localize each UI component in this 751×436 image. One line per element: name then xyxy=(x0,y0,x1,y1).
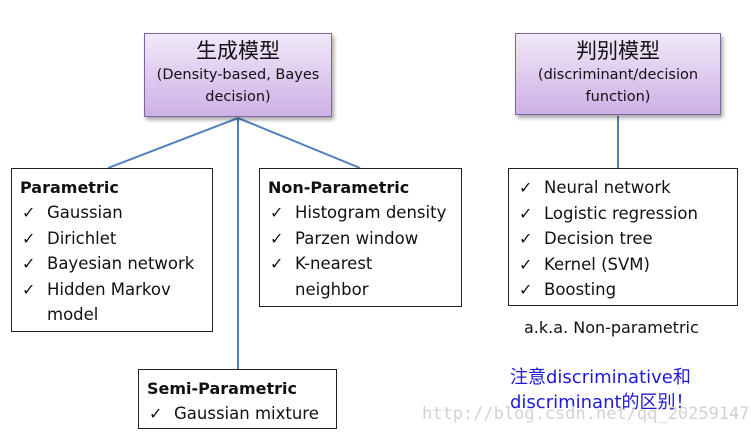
check-icon: ✓ xyxy=(22,254,36,273)
list-item: ✓K-nearest xyxy=(268,251,461,277)
list-item: ✓Neural network xyxy=(517,175,737,201)
check-icon: ✓ xyxy=(519,229,533,248)
parametric-box: Parametric ✓Gaussian ✓Dirichlet ✓Bayesia… xyxy=(11,168,213,332)
generative-subtitle-line-1: (Density-based, Bayes xyxy=(156,67,320,83)
connector-to-parametric xyxy=(107,117,239,169)
semiparametric-box: Semi-Parametric ✓Gaussian mixture xyxy=(138,369,337,429)
list-item: ✓Decision tree xyxy=(517,226,737,252)
list-item: ✓Bayesian network xyxy=(20,251,212,277)
check-icon: ✓ xyxy=(22,203,36,222)
generative-model-box: 生成模型 (Density-based, Bayes decision) xyxy=(144,33,332,117)
list-item: ✓Parzen window xyxy=(268,226,461,252)
nonparametric-box: Non-Parametric ✓Histogram density ✓Parze… xyxy=(259,168,462,307)
list-item-continuation: model xyxy=(47,305,99,324)
watermark: http://blog.csdn.net/qq_20259147 xyxy=(422,404,750,424)
discriminative-subtitle-line-1: (discriminant/decision xyxy=(537,67,699,83)
discriminative-model-box: 判别模型 (discriminant/decision function) xyxy=(515,33,721,115)
check-icon: ✓ xyxy=(149,404,163,423)
check-icon: ✓ xyxy=(519,280,533,299)
discriminative-caption: a.k.a. Non-parametric xyxy=(524,318,699,337)
connector-to-nonparametric xyxy=(237,117,361,169)
note-text: 注意discriminative和 discriminant的区别！ xyxy=(510,365,694,415)
list-item: ✓Boosting xyxy=(517,277,737,303)
list-item: ✓Dirichlet xyxy=(20,226,212,252)
check-icon: ✓ xyxy=(22,279,36,299)
discriminative-list-box: ✓Neural network ✓Logistic regression ✓De… xyxy=(508,168,738,306)
list-item: ✓Hidden Markov xyxy=(20,277,212,303)
check-icon: ✓ xyxy=(22,228,36,248)
list-item-continuation: neighbor xyxy=(295,279,369,299)
note-line-1: 注意discriminative和 xyxy=(510,367,691,388)
nonparametric-title: Non-Parametric xyxy=(268,178,410,197)
check-icon: ✓ xyxy=(270,228,284,248)
check-icon: ✓ xyxy=(519,178,533,197)
generative-subtitle-line-2: decision) xyxy=(205,89,271,105)
list-item: ✓Gaussian xyxy=(20,200,212,226)
parametric-title: Parametric xyxy=(20,178,119,197)
note-line-2: discriminant的区别！ xyxy=(510,392,694,413)
check-icon: ✓ xyxy=(270,203,284,222)
generative-title: 生成模型 xyxy=(196,39,280,63)
discriminative-subtitle-line-2: function) xyxy=(585,89,651,105)
list-item: ✓Gaussian mixture xyxy=(147,401,336,427)
check-icon: ✓ xyxy=(270,254,284,273)
semiparametric-title: Semi-Parametric xyxy=(147,379,297,398)
list-item: ✓Kernel (SVM) xyxy=(517,252,737,278)
list-item: ✓Histogram density xyxy=(268,200,461,226)
check-icon: ✓ xyxy=(519,203,533,223)
list-item: ✓Logistic regression xyxy=(517,201,737,227)
check-icon: ✓ xyxy=(519,254,533,274)
discriminative-title: 判别模型 xyxy=(576,39,660,63)
